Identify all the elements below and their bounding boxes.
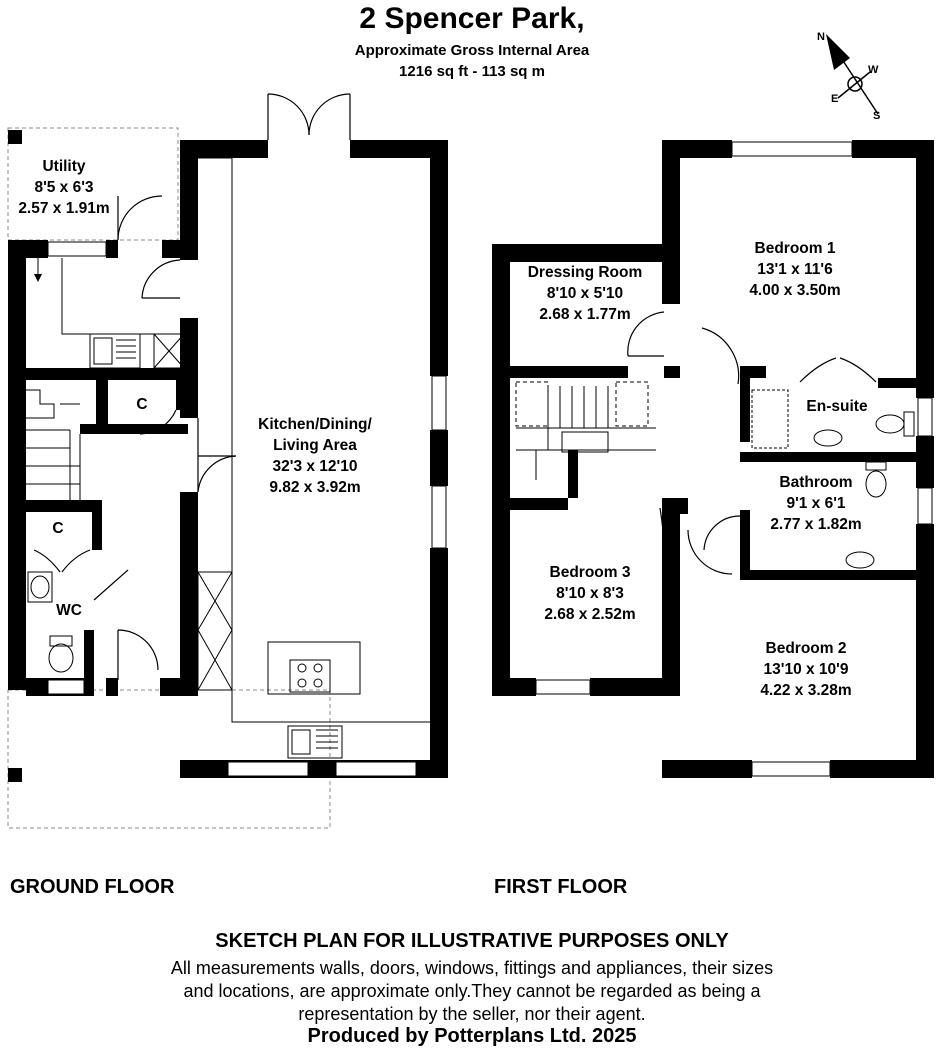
compass-icon: N W E S bbox=[817, 31, 880, 122]
room-bedroom-3-metric: 2.68 x 2.52m bbox=[544, 606, 636, 623]
room-bedroom-1-metric: 4.00 x 3.50m bbox=[749, 282, 841, 299]
room-cupboard-1: C bbox=[136, 396, 148, 413]
ground-stairs bbox=[26, 389, 81, 500]
kitchen-island bbox=[267, 641, 361, 695]
room-bathroom-imperial: 9'1 x 6'1 bbox=[786, 495, 846, 512]
ensuite-fixtures bbox=[751, 389, 915, 449]
post-marker bbox=[8, 130, 22, 144]
first-stairs bbox=[515, 381, 656, 480]
room-utility-imperial: 8'5 x 6'3 bbox=[34, 179, 94, 196]
kitchen-tall-units bbox=[197, 571, 233, 691]
room-ensuite: En-suite bbox=[792, 396, 882, 417]
bathroom-fixtures bbox=[845, 461, 887, 569]
area-value: 1216 sq ft - 113 sq m bbox=[399, 63, 545, 80]
patio-outline bbox=[7, 689, 331, 829]
room-utility-name: Utility bbox=[42, 158, 86, 175]
room-bedroom-2-metric: 4.22 x 3.28m bbox=[760, 682, 852, 699]
room-bathroom-metric: 2.77 x 1.82m bbox=[770, 516, 862, 533]
wc-fixtures bbox=[27, 571, 74, 673]
kitchen-door bbox=[197, 418, 237, 493]
room-kitchen-metric: 9.82 x 3.92m bbox=[269, 479, 361, 496]
room-wc: WC bbox=[56, 602, 82, 619]
room-bedroom-3: Bedroom 3 8'10 x 8'3 2.68 x 2.52m bbox=[522, 562, 658, 625]
room-kitchen-name-1: Kitchen/Dining/ bbox=[258, 416, 372, 433]
room-bedroom-1-name: Bedroom 1 bbox=[754, 240, 836, 257]
french-doors bbox=[267, 93, 351, 140]
room-bedroom-2-name: Bedroom 2 bbox=[765, 640, 847, 657]
first-floor-walls bbox=[492, 140, 934, 778]
producer-credit: Produced by Potterplans Ltd. 2025 bbox=[307, 1025, 637, 1047]
utility-sink-icon bbox=[89, 333, 185, 369]
utility-walls bbox=[8, 240, 198, 696]
room-bedroom-2: Bedroom 2 13'10 x 10'9 4.22 x 3.28m bbox=[738, 638, 874, 701]
compass-n: N bbox=[817, 31, 825, 43]
room-utility-metric: 2.57 x 1.91m bbox=[18, 200, 110, 217]
disclaimer-heading: SKETCH PLAN FOR ILLUSTRATIVE PURPOSES ON… bbox=[215, 930, 729, 952]
area-label: Approximate Gross Internal Area bbox=[354, 42, 590, 59]
disclaimer-line-1: All measurements walls, doors, windows, … bbox=[170, 958, 774, 978]
first-floor-plan bbox=[492, 140, 934, 778]
compass-s: S bbox=[873, 110, 880, 122]
plan-title: 2 Spencer Park, bbox=[359, 2, 585, 35]
ground-floor-label: GROUND FLOOR bbox=[10, 876, 175, 898]
room-kitchen-name-2: Living Area bbox=[273, 437, 357, 454]
room-dressing: Dressing Room 8'10 x 5'10 2.68 x 1.77m bbox=[508, 262, 662, 325]
room-bathroom: Bathroom 9'1 x 6'1 2.77 x 1.82m bbox=[756, 472, 876, 535]
room-utility: Utility 8'5 x 6'3 2.57 x 1.91m bbox=[8, 156, 120, 219]
compass-e: E bbox=[831, 93, 838, 105]
post-marker bbox=[8, 768, 22, 782]
utility-external-outline bbox=[7, 127, 179, 241]
first-floor-label: FIRST FLOOR bbox=[494, 876, 628, 898]
disclaimer-line-3: representation by the seller, nor their … bbox=[298, 1004, 646, 1024]
kitchen-sink-icon bbox=[287, 725, 343, 759]
room-dressing-metric: 2.68 x 1.77m bbox=[539, 306, 631, 323]
room-bathroom-name: Bathroom bbox=[779, 474, 853, 491]
ground-floor-plan bbox=[7, 93, 448, 829]
compass-w: W bbox=[868, 64, 879, 76]
room-bedroom-1-imperial: 13'1 x 11'6 bbox=[757, 261, 833, 278]
room-cupboard-2: C bbox=[52, 520, 64, 537]
room-bedroom-2-imperial: 13'10 x 10'9 bbox=[763, 661, 849, 678]
room-kitchen: Kitchen/Dining/ Living Area 32'3 x 12'10… bbox=[250, 414, 380, 498]
room-ensuite-name: En-suite bbox=[806, 398, 868, 415]
room-kitchen-imperial: 32'3 x 12'10 bbox=[272, 458, 358, 475]
room-bedroom-3-imperial: 8'10 x 8'3 bbox=[556, 585, 624, 602]
room-dressing-name: Dressing Room bbox=[527, 264, 643, 281]
disclaimer-line-2: and locations, are approximate only.They… bbox=[183, 981, 761, 1001]
room-dressing-imperial: 8'10 x 5'10 bbox=[546, 285, 624, 302]
room-bedroom-3-name: Bedroom 3 bbox=[549, 564, 631, 581]
room-bedroom-1: Bedroom 1 13'1 x 11'6 4.00 x 3.50m bbox=[730, 238, 860, 301]
